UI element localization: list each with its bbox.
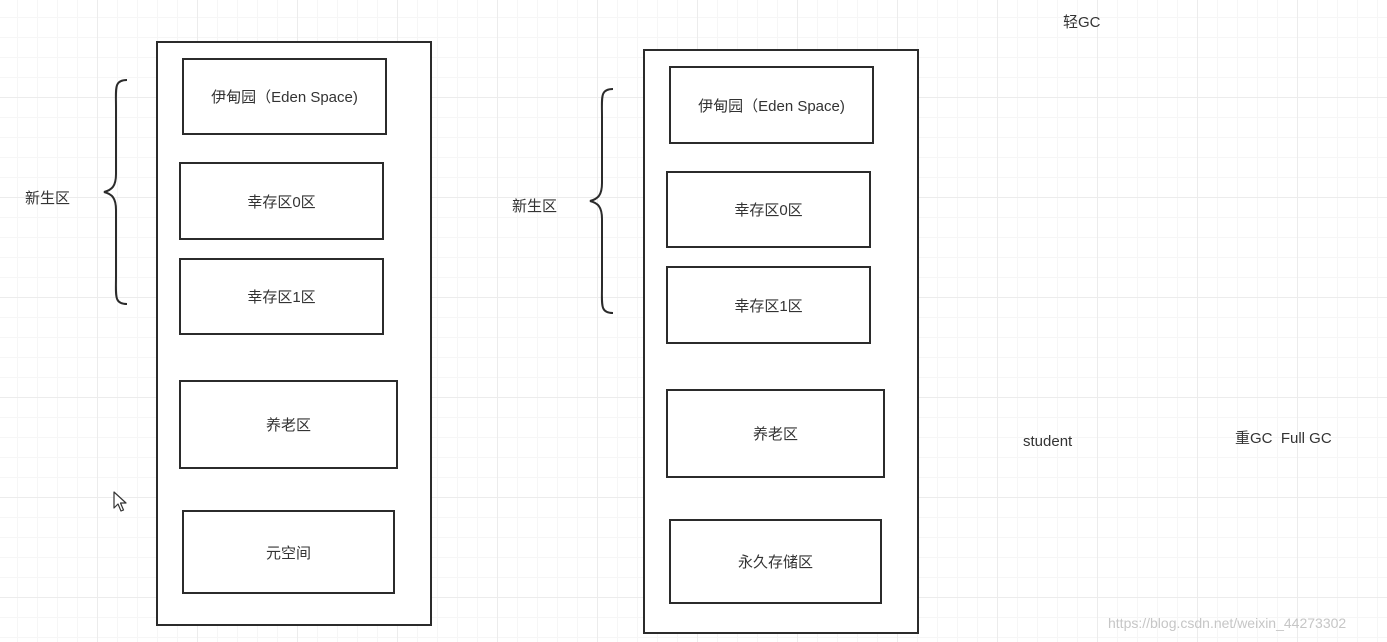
minor-gc-note: 轻GC	[1063, 14, 1101, 31]
right-permgen-label: 永久存储区	[737, 554, 813, 571]
right-permgen: 永久存储区	[669, 519, 882, 604]
right-survivor1-label: 幸存区1区	[734, 297, 803, 315]
left-survivor1: 幸存区1区	[179, 258, 384, 335]
right-survivor1: 幸存区1区	[666, 266, 871, 344]
right-survivor0-label: 幸存区0区	[734, 202, 803, 219]
left-old-gen-label: 养老区	[265, 417, 311, 434]
left-young-gen-brace	[103, 79, 128, 305]
left-survivor1-label: 幸存区1区	[247, 289, 316, 306]
left-survivor0-label: 幸存区0区	[247, 193, 316, 211]
student-note: student	[1023, 433, 1073, 450]
right-young-gen-label: 新生区	[512, 198, 558, 215]
major-gc-note: 重GC Full GC	[1235, 430, 1332, 447]
left-young-gen-label: 新生区	[25, 190, 71, 207]
watermark: https://blog.csdn.net/weixin_44273302	[1108, 615, 1347, 631]
right-eden-space: 伊甸园（Eden Space)	[669, 66, 874, 144]
left-eden-space: 伊甸园（Eden Space)	[182, 58, 387, 135]
left-metaspace: 元空间	[182, 510, 395, 594]
left-old-gen: 养老区	[179, 380, 398, 469]
left-metaspace-label: 元空间	[265, 544, 311, 562]
right-survivor0: 幸存区0区	[666, 171, 871, 248]
mouse-cursor-icon	[113, 491, 127, 512]
left-eden-label: 伊甸园（Eden Space)	[211, 89, 358, 106]
right-eden-label: 伊甸园（Eden Space)	[698, 97, 845, 115]
right-old-gen-label: 养老区	[752, 426, 798, 443]
right-old-gen: 养老区	[666, 389, 885, 478]
left-survivor0: 幸存区0区	[179, 162, 384, 240]
right-young-gen-brace	[589, 88, 614, 314]
